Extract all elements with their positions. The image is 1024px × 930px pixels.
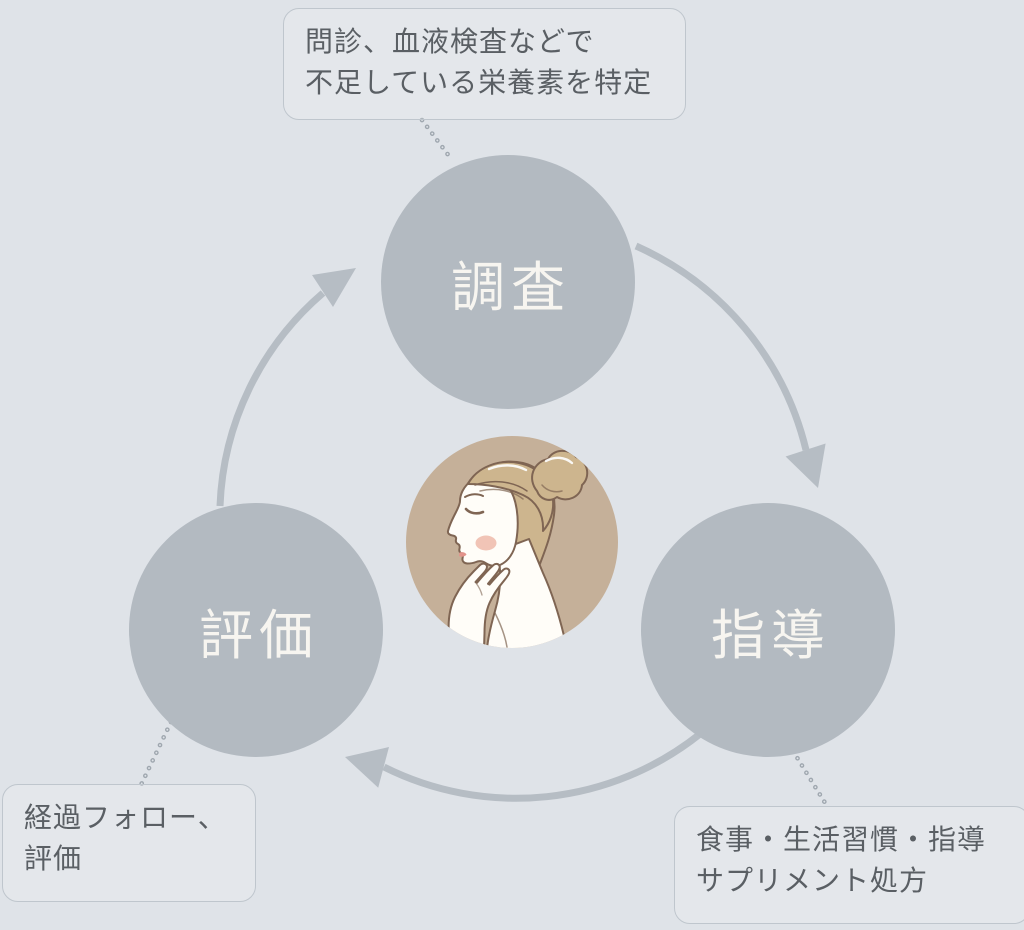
step-circle-guidance: 指導 (641, 503, 895, 757)
arrowhead-guidance-to-evaluation (345, 747, 389, 788)
note-guidance-line2: サプリメント処方 (696, 864, 929, 896)
arrow-survey-to-guidance (634, 242, 810, 451)
note-evaluation-line2: 評価 (24, 842, 83, 874)
note-guidance-line1: 食事・生活習慣・指導 (696, 824, 987, 855)
note-survey: 問診、血液検査などで 不足している栄養素を特定 (283, 8, 686, 120)
note-survey-line2: 不足している栄養素を特定 (305, 66, 653, 98)
note-evaluation: 経過フォロー、 評価 (2, 784, 256, 902)
woman-profile-illustration (406, 436, 618, 648)
note-survey-line1: 問診、血液検査などで (305, 26, 595, 57)
dotted-connector-evaluation-core (139, 721, 172, 788)
arrowhead-evaluation-to-survey (312, 268, 356, 307)
center-illustration-circle (405, 435, 619, 649)
step-label-evaluation: 評価 (199, 605, 319, 666)
arrow-guidance-to-evaluation (382, 731, 703, 802)
step-label-guidance: 指導 (711, 605, 831, 666)
arrow-evaluation-to-survey (216, 290, 326, 507)
arrowhead-survey-to-guidance (785, 443, 826, 488)
note-evaluation-line1: 経過フォロー、 (24, 802, 227, 833)
dotted-connector-survey-core (421, 119, 453, 161)
note-guidance: 食事・生活習慣・指導 サプリメント処方 (674, 806, 1024, 924)
dotted-connector-guidance (790, 748, 830, 809)
dotted-connector-evaluation (137, 719, 174, 790)
step-circle-survey: 調査 (381, 155, 635, 409)
step-circle-evaluation: 評価 (129, 503, 383, 757)
step-label-survey: 調査 (451, 257, 571, 318)
